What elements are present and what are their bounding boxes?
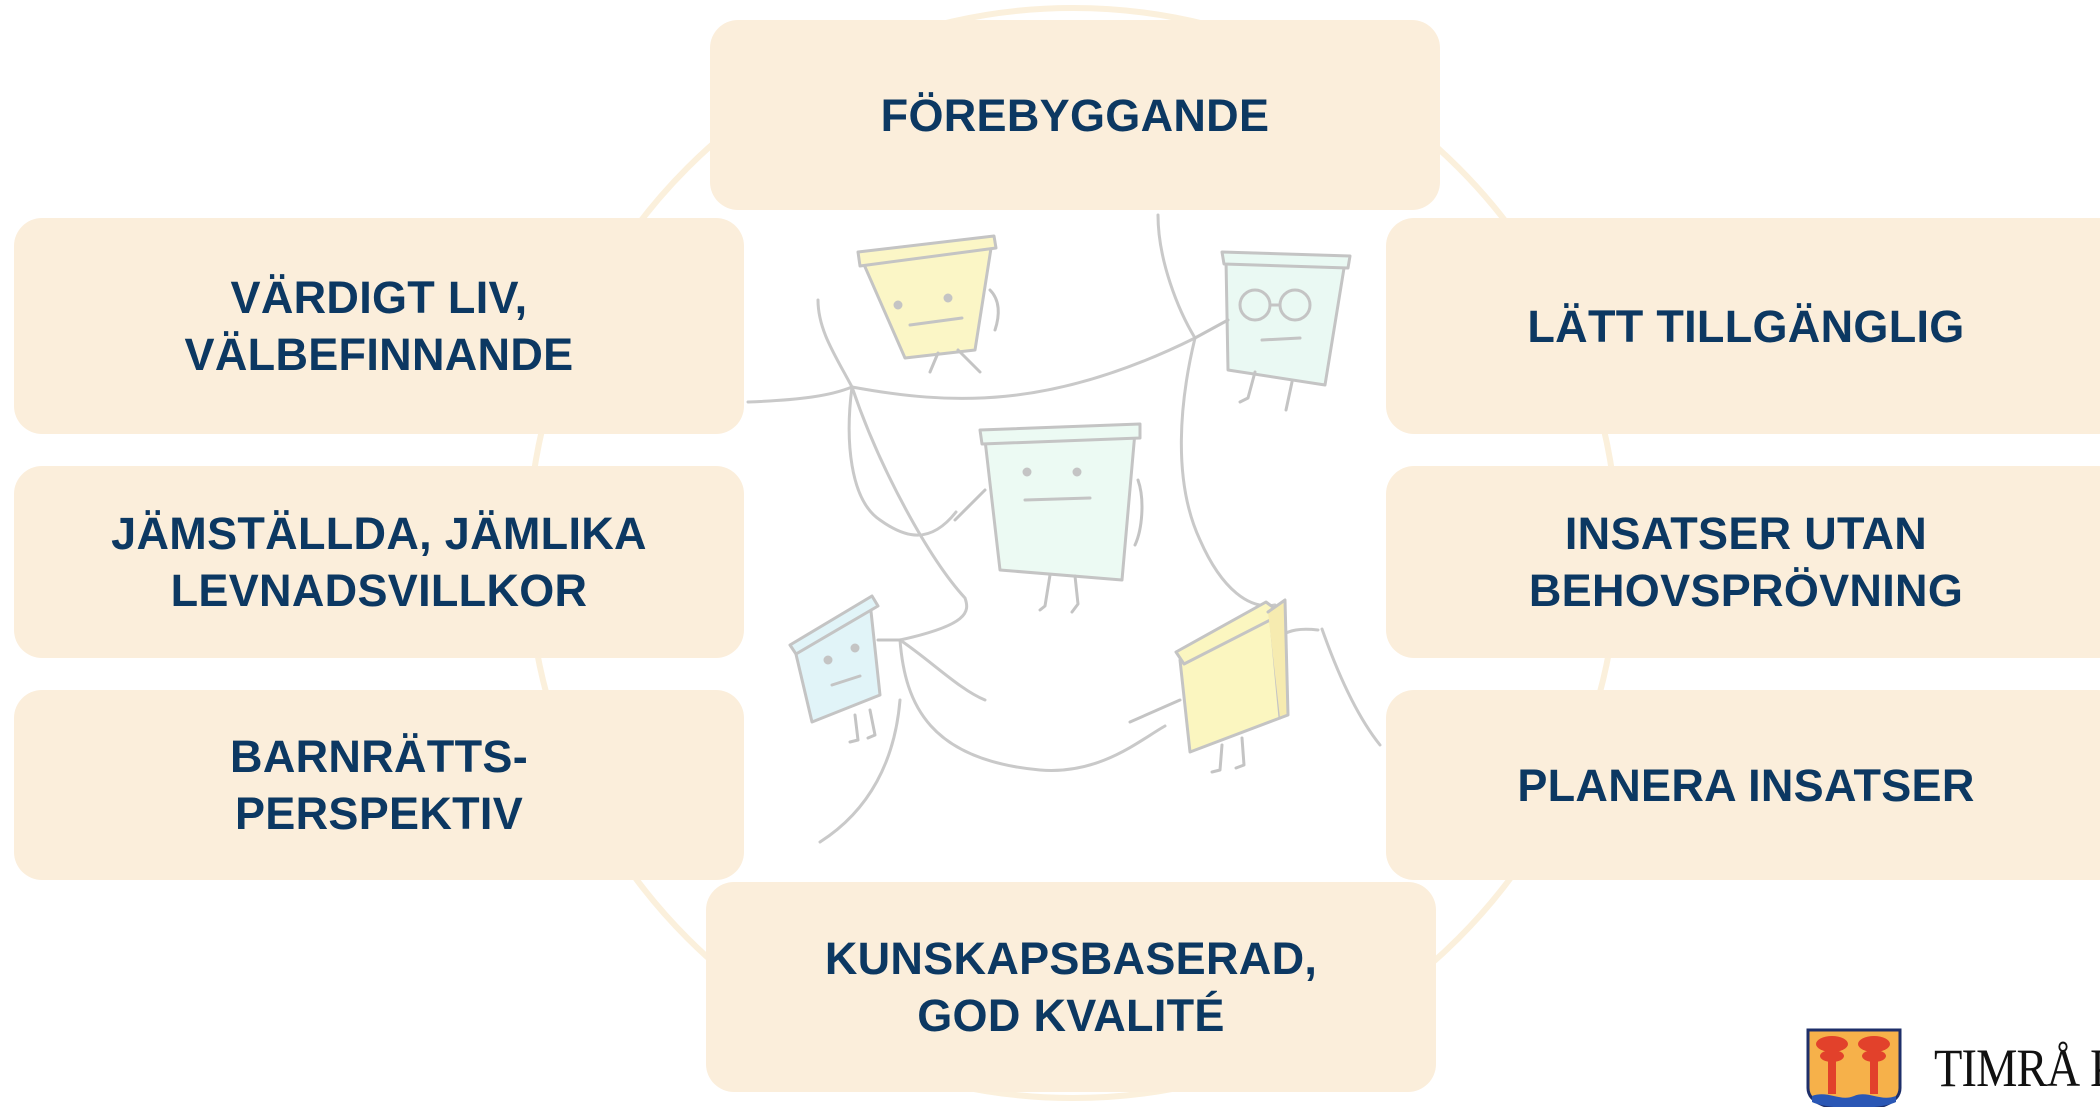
timra-coat-of-arms-icon — [1806, 1028, 1902, 1107]
timra-kommun-logo: TIMRÅ KOMMUN — [1806, 1028, 2100, 1107]
principle-box-bottom: KUNSKAPSBASERAD, GOD KVALITÉ — [706, 882, 1436, 1092]
network-line — [850, 336, 1197, 400]
network-line — [850, 385, 969, 642]
network-line — [818, 698, 902, 844]
principle-label-top: FÖREBYGGANDE — [880, 89, 1270, 141]
principle-label-left-3: BARNRÄTTS- PERSPEKTIV — [230, 731, 528, 839]
principle-box-right-2: INSATSER UTAN BEHOVSPRÖVNING — [1386, 466, 2100, 658]
principle-box-right-1: LÄTT TILLGÄNGLIG — [1386, 218, 2100, 434]
principle-label-left-1: VÄRDIGT LIV, VÄLBEFINNANDE — [184, 272, 574, 380]
network-line — [898, 638, 987, 702]
network-line — [1179, 336, 1277, 608]
principle-box-left-1: VÄRDIGT LIV, VÄLBEFINNANDE — [14, 218, 744, 434]
principle-label-left-2: JÄMSTÄLLDA, JÄMLIKA LEVNADSVILLKOR — [111, 508, 647, 616]
principle-box-right-3: PLANERA INSATSER — [1386, 690, 2100, 880]
network-line — [816, 298, 854, 389]
figure-yellow-top-left — [856, 234, 1000, 374]
network-line — [1320, 627, 1382, 747]
principle-label-right-2: INSATSER UTAN BEHOVSPRÖVNING — [1528, 508, 1964, 616]
principle-label-right-3: PLANERA INSATSER — [1517, 759, 1975, 811]
principle-label-right-1: LÄTT TILLGÄNGLIG — [1527, 300, 1965, 352]
principle-box-left-2: JÄMSTÄLLDA, JÄMLIKA LEVNADSVILLKOR — [14, 466, 744, 658]
principle-box-top: FÖREBYGGANDE — [710, 20, 1440, 210]
network-line — [1156, 213, 1197, 340]
network-line — [847, 385, 958, 537]
network-line — [898, 638, 1167, 772]
figure-yellow-bottom-right — [1128, 598, 1290, 774]
principle-box-left-3: BARNRÄTTS- PERSPEKTIV — [14, 690, 744, 880]
figure-blue-bottom-left — [788, 594, 902, 744]
principle-label-bottom: KUNSKAPSBASERAD, GOD KVALITÉ — [824, 933, 1318, 1041]
logo-wordmark: TIMRÅ KOMMUN — [1934, 1038, 2100, 1098]
network-line — [746, 385, 854, 404]
figure-center — [953, 422, 1144, 614]
figure-glasses-top-right — [1193, 250, 1352, 412]
